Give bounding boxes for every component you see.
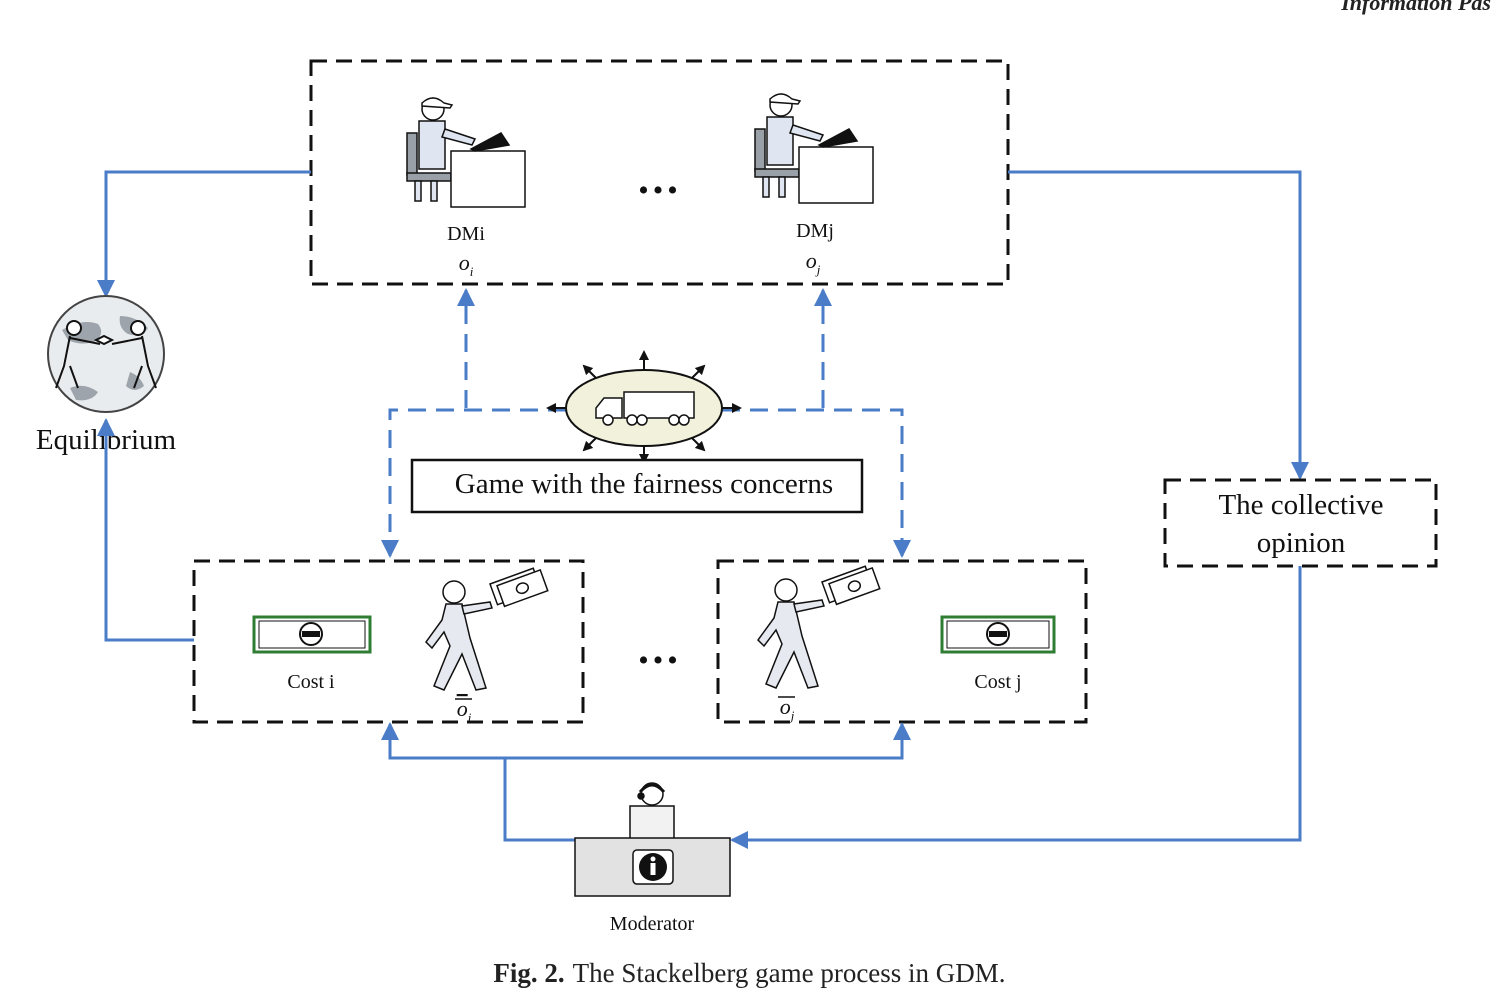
journal-running-title: Information Pas <box>1341 0 1491 15</box>
cost-j-label: Cost j <box>974 671 1021 693</box>
walking-person-money-icon <box>757 565 881 689</box>
moderator-label: Moderator <box>610 913 695 935</box>
cost-ellipsis: ••• <box>638 644 682 677</box>
minus-sign-icon <box>252 615 372 654</box>
walking-person-money-icon <box>425 567 549 691</box>
cost-j-opinion: oj <box>780 694 795 723</box>
caption-prefix: Fig. 2. <box>493 958 565 988</box>
info-icon <box>632 849 674 885</box>
collective-opinion-box <box>1163 478 1438 568</box>
cost-i-label: Cost i <box>287 671 335 693</box>
collective-opinion-line1: The collective <box>1218 489 1383 521</box>
game-label-box <box>410 458 864 514</box>
collective-opinion-line2: opinion <box>1257 527 1346 559</box>
person-at-computer-icon <box>406 97 526 208</box>
moderator-desk <box>574 837 731 897</box>
moderator-to-costs-arrows <box>381 722 911 842</box>
dashed-game-arrows <box>381 288 911 558</box>
figure-caption: Fig. 2.The Stackelberg game process in G… <box>0 958 1499 989</box>
truck-icon <box>595 391 695 426</box>
dm-i-opinion: oi <box>459 250 474 279</box>
cost-i-opinion: oi <box>457 696 472 725</box>
headset-person-icon <box>629 782 675 841</box>
arrow-cost-to-equilibrium <box>97 418 194 642</box>
game-label: Game with the fairness concerns <box>455 468 833 500</box>
arrow-dm-to-collective <box>1008 170 1309 480</box>
stackelberg-diagram: DMi oi ••• DMj oj Equilibrium The collec… <box>36 59 1438 935</box>
globe-handshake-icon <box>47 295 165 413</box>
dm-j-label: DMj <box>796 220 834 242</box>
dm-j-opinion: oj <box>806 248 821 277</box>
dm-ellipsis: ••• <box>638 174 682 207</box>
person-at-computer-icon <box>754 93 874 204</box>
arrow-collective-to-moderator <box>730 566 1302 849</box>
arrow-dm-to-equilibrium <box>97 170 311 298</box>
caption-text: The Stackelberg game process in GDM. <box>572 958 1006 988</box>
dm-i-label: DMi <box>447 223 485 245</box>
minus-sign-icon <box>940 615 1056 654</box>
